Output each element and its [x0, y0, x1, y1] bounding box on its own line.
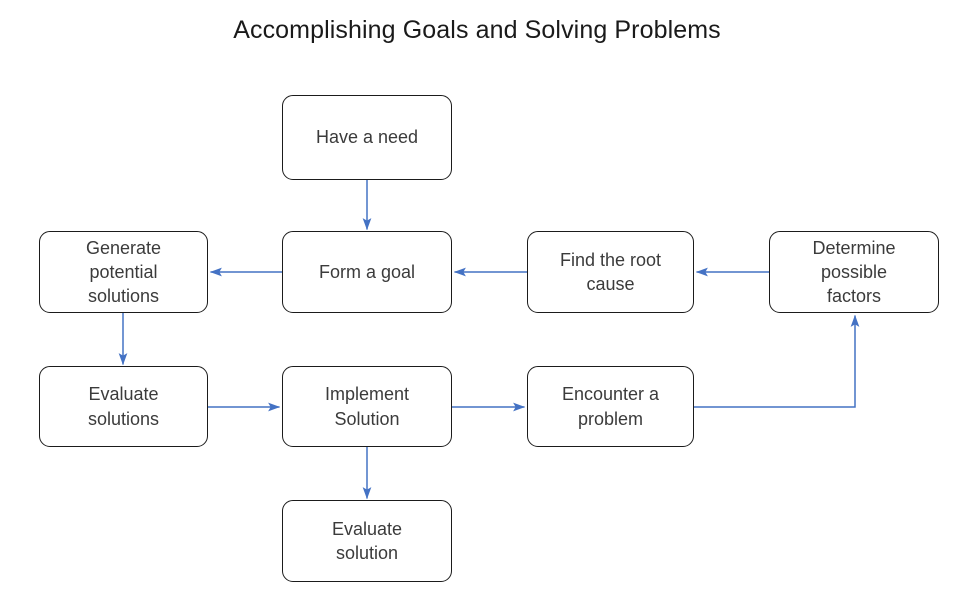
- node-form-a-goal[interactable]: Form a goal: [282, 231, 452, 313]
- node-label: Implement Solution: [324, 384, 410, 429]
- page-title: Accomplishing Goals and Solving Problems: [233, 16, 721, 44]
- node-evaluate-solutions[interactable]: Evaluate solutions: [39, 366, 208, 447]
- node-label: Generate potential solutions: [85, 237, 162, 307]
- edge-encounter-to-determine-factors: [694, 314, 860, 408]
- node-label: Evaluate solutions: [87, 384, 160, 429]
- node-determine-possible-factors[interactable]: Determine possible factors: [769, 231, 939, 313]
- node-find-the-root-cause[interactable]: Find the root cause: [527, 231, 694, 313]
- node-label: Form a goal: [318, 261, 416, 282]
- node-evaluate-solution[interactable]: Evaluate solution: [282, 500, 452, 582]
- node-label: Encounter a problem: [561, 384, 660, 429]
- node-have-a-need[interactable]: Have a need: [282, 95, 452, 180]
- node-label: Determine possible factors: [812, 237, 896, 307]
- node-generate-potential-solutions[interactable]: Generate potential solutions: [39, 231, 208, 313]
- node-label: Find the root cause: [559, 249, 662, 294]
- node-encounter-a-problem[interactable]: Encounter a problem: [527, 366, 694, 447]
- node-implement-solution[interactable]: Implement Solution: [282, 366, 452, 447]
- node-label: Have a need: [315, 127, 419, 148]
- node-label: Evaluate solution: [331, 518, 403, 563]
